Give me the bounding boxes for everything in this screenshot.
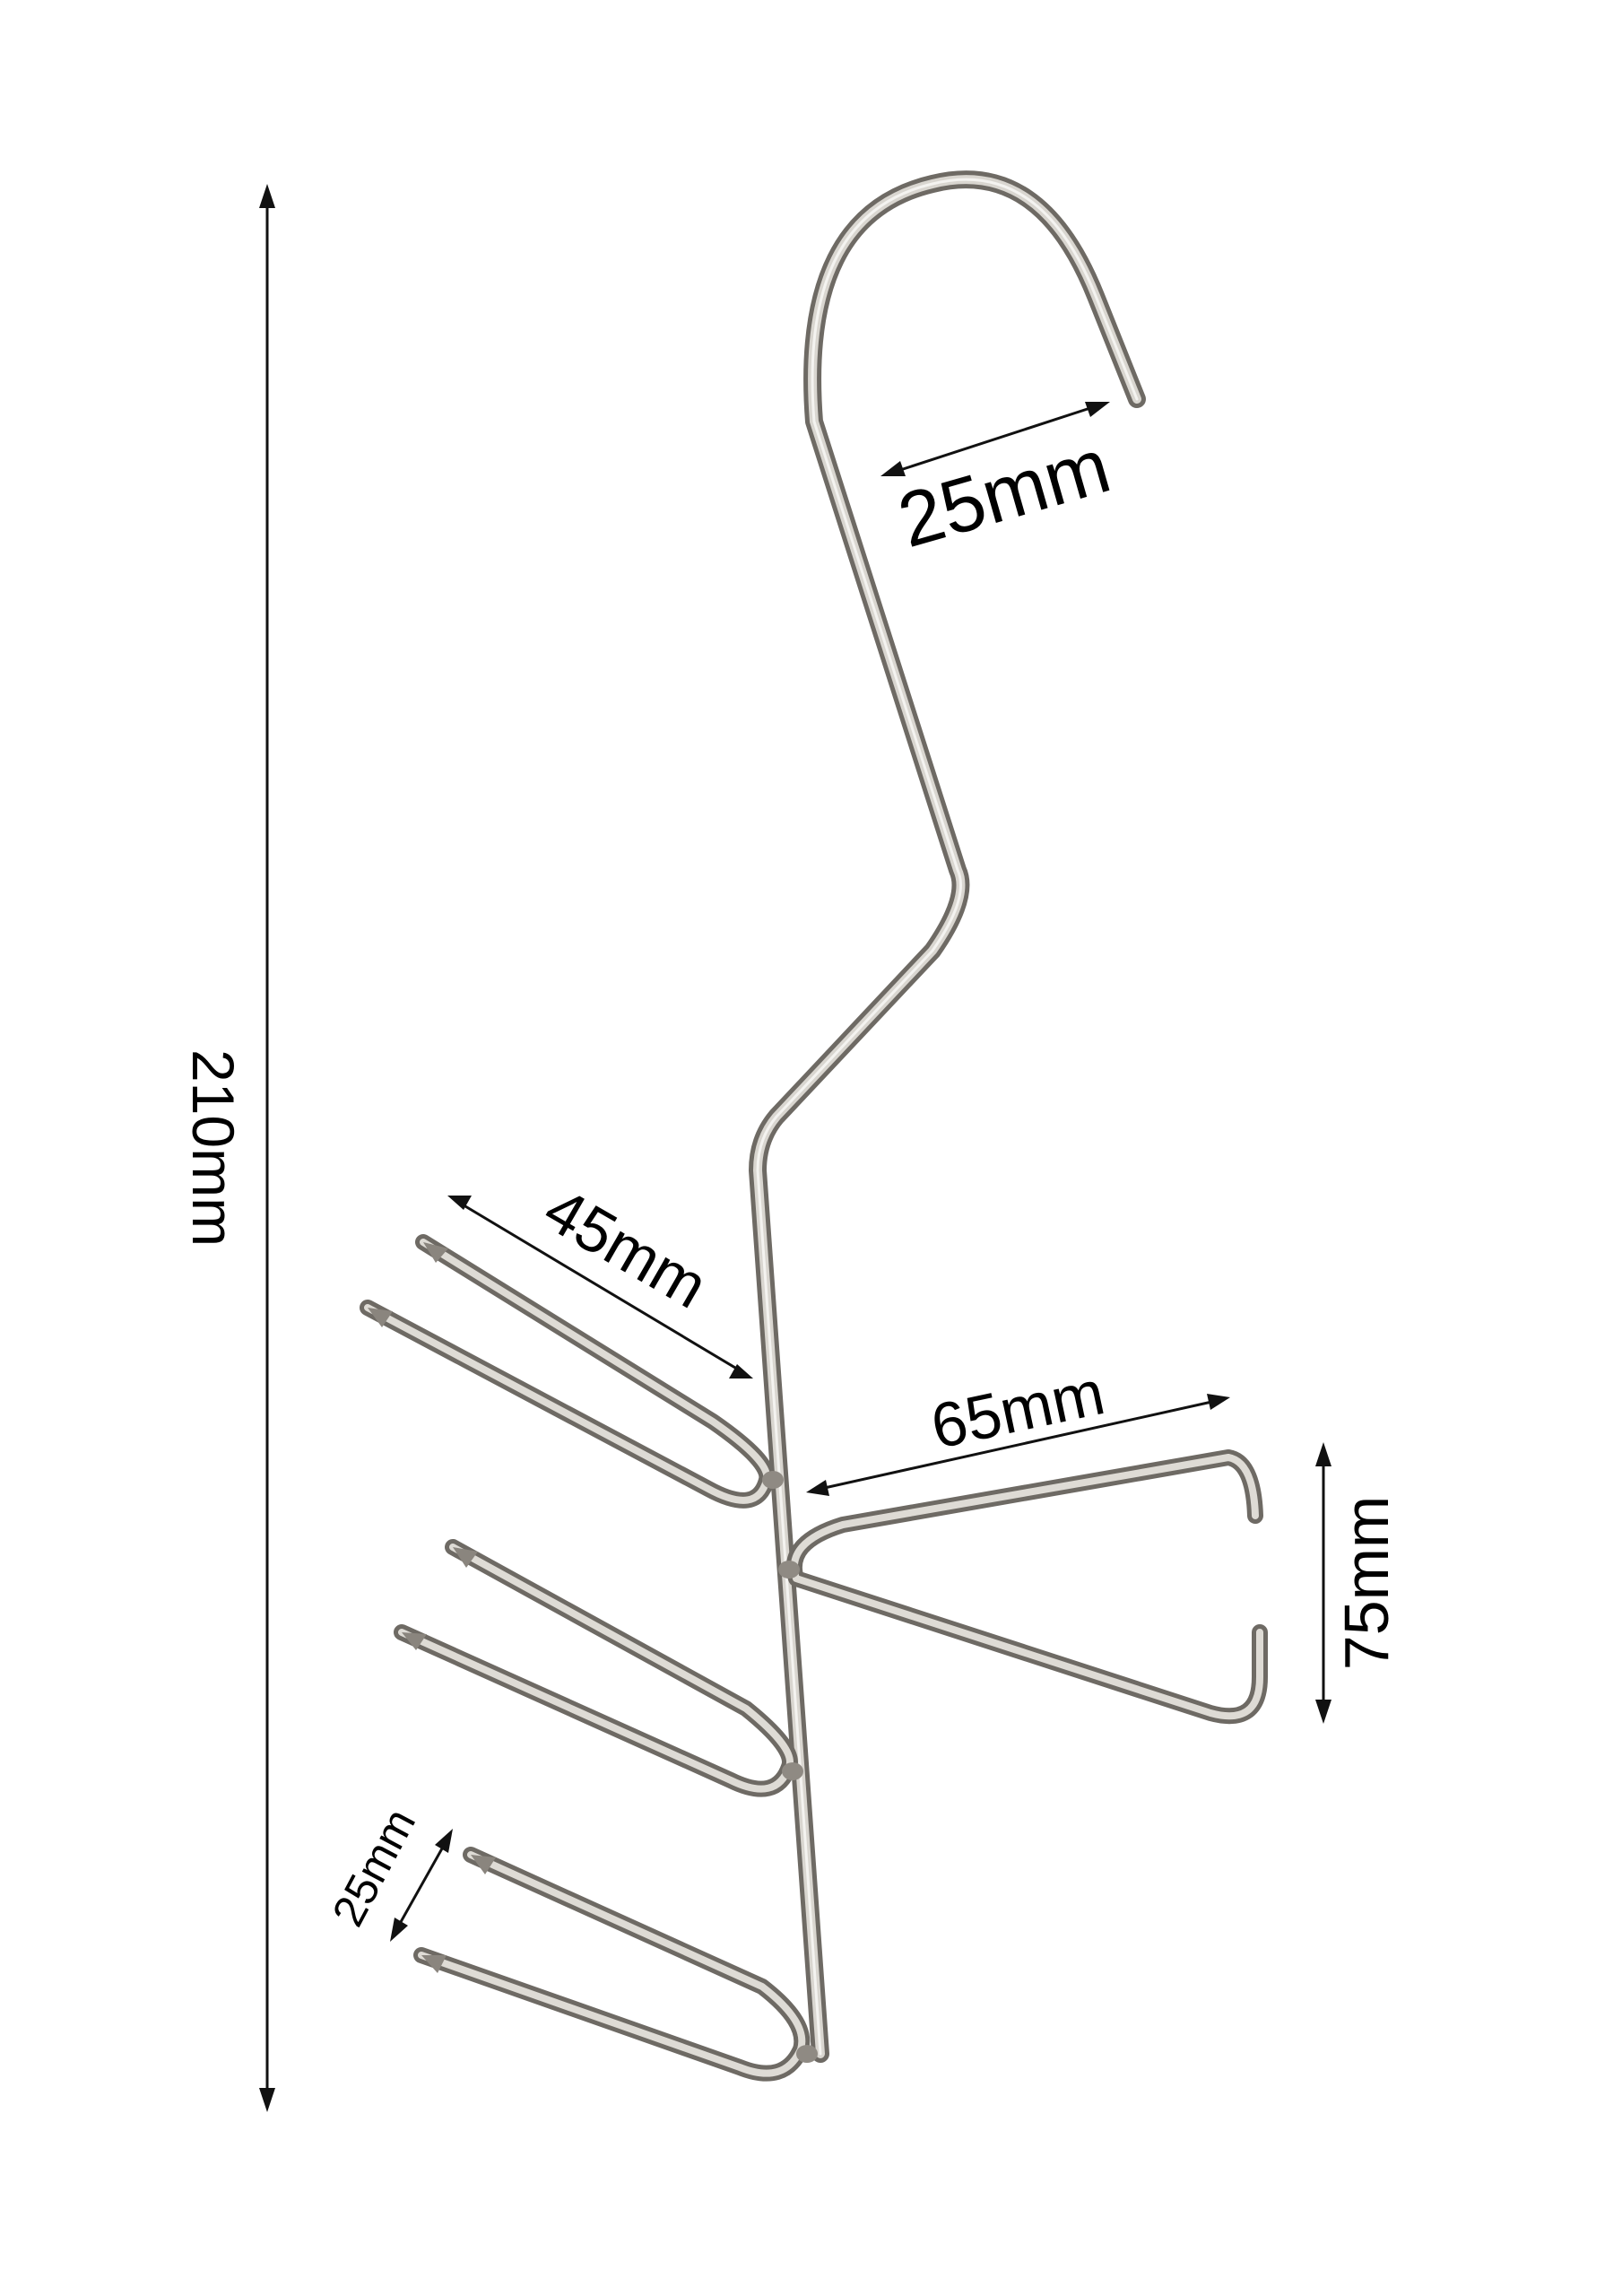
prong-pair-bottom (413, 1847, 811, 2082)
dimension-lines (259, 184, 1331, 2112)
label-total-height: 210mm (180, 1049, 247, 1247)
dimension-arrow-prong-length (447, 1196, 753, 1378)
dimension-arrow-clip-length (806, 1394, 1230, 1496)
label-prong-spacing: 25mm (323, 1801, 426, 1935)
label-hook-opening: 25mm (889, 422, 1119, 564)
v-clip (785, 1449, 1268, 1725)
label-prong-length: 45mm (533, 1174, 718, 1322)
weld-joints (762, 1471, 818, 2063)
prong-pair-middle (394, 1539, 798, 1797)
dimension-arrow-prong-spacing (390, 1829, 453, 1942)
dimension-arrow-clip-height (1315, 1442, 1331, 1724)
dimension-arrow-hook-opening (880, 402, 1110, 476)
hook-wire (749, 170, 1146, 2063)
label-clip-height: 75mm (1331, 1496, 1401, 1670)
dimension-arrow-total-height (259, 184, 275, 2112)
hook-product-image (360, 170, 1268, 2082)
